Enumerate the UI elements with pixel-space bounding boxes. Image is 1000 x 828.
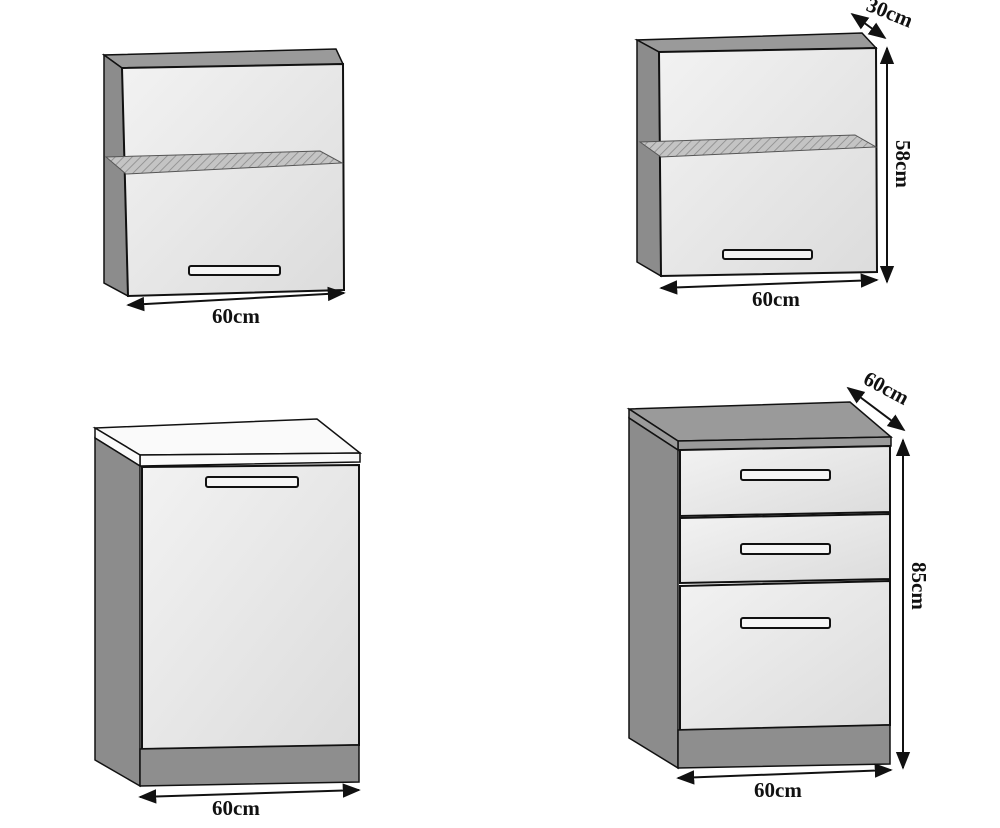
worktop-top [92, 418, 363, 456]
drawer-front-bottom [679, 579, 891, 732]
width-dimension-line [659, 273, 879, 295]
cabinet-side [636, 38, 662, 278]
width-label: 60cm [212, 304, 260, 328]
cabinet-front [657, 46, 879, 278]
door-handle [722, 249, 813, 260]
cabinet-front [120, 62, 346, 298]
width-label: 60cm [212, 796, 260, 820]
height-label: 58cm [891, 140, 915, 188]
wall-cabinet-right: 60cm 30cm 58cm [634, 0, 917, 311]
door-handle [188, 265, 281, 276]
drawer-handle [740, 469, 831, 481]
cabinet-side [94, 436, 141, 788]
door-handle [205, 476, 299, 488]
cabinet-side [628, 416, 679, 770]
width-label: 60cm [754, 778, 802, 802]
width-dimension-line [138, 783, 361, 804]
base-cabinet-door: 60cm [92, 418, 363, 820]
width-dimension-line [676, 763, 893, 785]
plinth [677, 724, 891, 769]
drawer-handle [740, 617, 831, 629]
depth-dimension-line [850, 12, 887, 40]
wall-cabinet-left: 60cm [101, 48, 346, 328]
width-dimension-line [126, 286, 346, 312]
cabinet-door [141, 463, 360, 751]
width-label: 60cm [752, 287, 800, 311]
depth-dimension-line [846, 386, 906, 432]
glass-shelf [104, 150, 344, 175]
glass-shelf [638, 134, 878, 158]
height-label: 85cm [907, 562, 931, 610]
drawer-handle [740, 543, 831, 555]
plinth [139, 744, 360, 787]
worktop-edge [139, 452, 361, 467]
base-cabinet-drawers: 60cm 60cm 85cm [626, 366, 931, 802]
